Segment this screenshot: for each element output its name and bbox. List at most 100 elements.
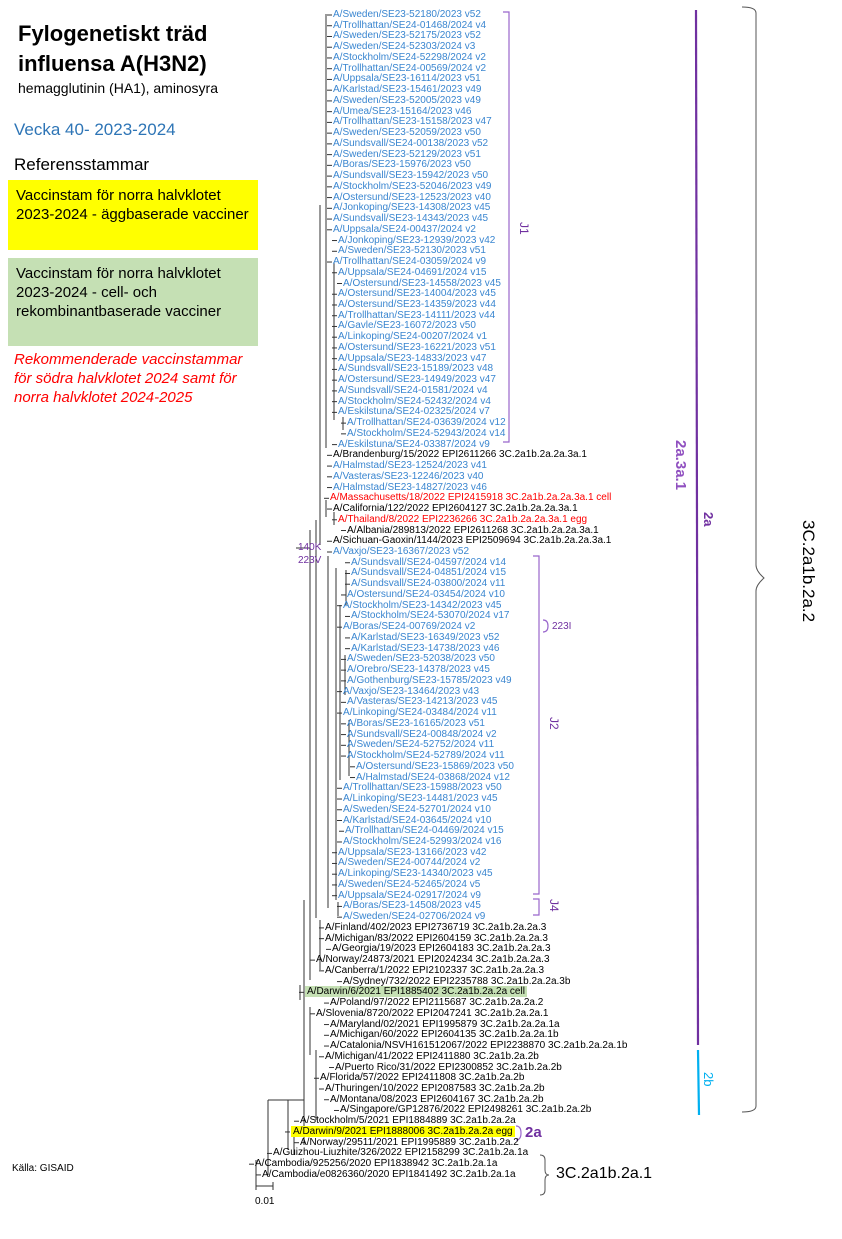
tree-leaf-label: A/Vasteras/SE23-14213/2023 v45 <box>347 696 498 708</box>
reference-heading: Referensstammar <box>14 155 150 174</box>
tree-leaf-label: A/Stockholm/5/2021 EPI1884889 3C.2a1b.2a… <box>300 1115 516 1127</box>
tree-leaf-label: A/Uppsala/SE24-02917/2024 v9 <box>338 889 481 901</box>
tree-leaf-label: A/Canberra/1/2022 EPI2102337 3C.2a1b.2a.… <box>325 964 545 976</box>
tree-leaf-label: A/Karlstad/SE23-14738/2023 v46 <box>351 642 500 654</box>
tree-leaf-label: A/Ostersund/SE23-12523/2023 v40 <box>333 191 491 203</box>
tree-leaf-label: A/Cambodia/e0826360/2020 EPI1841492 3C.2… <box>262 1168 516 1180</box>
tree-leaf-label: A/Stockholm/SE24-52993/2024 v16 <box>343 835 502 847</box>
tree-leaf-label: A/Jonkoping/SE23-14308/2023 v45 <box>333 202 491 214</box>
tree-leaf-label: A/Linkoping/SE24-00207/2024 v1 <box>338 331 488 343</box>
tree-leaf-label: A/Michigan/60/2022 EPI2604135 3C.2a1b.2a… <box>330 1029 559 1041</box>
subtitle: hemagglutinin (HA1), aminosyra <box>18 80 218 96</box>
tree-leaf-label: A/Halmstad/SE24-03868/2024 v12 <box>356 771 510 783</box>
tree-leaf-label: A/California/122/2022 EPI2604127 3C.2a1b… <box>333 503 578 515</box>
scale-bar <box>255 1182 274 1190</box>
label-clade-2a-ref: 2a <box>525 1124 542 1141</box>
tree-leaf-label: A/Sweden/SE23-52129/2023 v51 <box>333 148 481 160</box>
tree-leaf-label: A/Sundsvall/SE24-04851/2024 v15 <box>351 567 507 579</box>
label-clade-main: 3C.2a1b.2a.2 <box>799 520 818 623</box>
label-140k: 140K <box>298 542 322 553</box>
label-j2: J2 <box>547 717 561 730</box>
title-line-2: influensa A(H3N2) <box>18 51 207 76</box>
tree-leaf-label: A/Maryland/02/2021 EPI1995879 3C.2a1b.2a… <box>330 1018 560 1030</box>
tree-leaf-label: A/Jonkoping/SE23-12939/2023 v42 <box>338 234 496 246</box>
tree-leaf-label: A/Ostersund/SE23-14558/2023 v45 <box>343 277 501 289</box>
tree-leaf-label: A/Georgia/19/2023 EPI2604183 3C.2a1b.2a.… <box>332 943 551 955</box>
tree-leaf-label: A/Linkoping/SE24-03484/2024 v11 <box>343 707 497 719</box>
source-label: Källa: GISAID <box>12 1163 74 1174</box>
title-line-1: Fylogenetiskt träd <box>18 21 208 46</box>
tree-leaf-label: A/Karlstad/SE24-03645/2024 v10 <box>343 814 492 826</box>
tree-leaf-label: A/Stockholm/SE24-52943/2024 v14 <box>347 427 506 439</box>
tree-leaf-label: A/Karlstad/SE23-15461/2023 v49 <box>333 84 482 96</box>
tree-leaf-label: A/Sundsvall/SE23-15942/2023 v50 <box>333 170 489 182</box>
tree-leaf-label: A/Sundsvall/SE23-15189/2023 v48 <box>338 363 494 375</box>
tree-leaf-label: A/Puerto Rico/31/2022 EPI2300852 3C.2a1b… <box>335 1061 562 1073</box>
tree-leaf-label: A/Gavle/SE23-16072/2023 v50 <box>338 320 476 332</box>
tree-leaf-label: A/Slovenia/8720/2022 EPI2047241 3C.2a1b.… <box>316 1007 549 1019</box>
tree-leaf-label: A/Ostersund/SE23-14359/2023 v44 <box>338 298 496 310</box>
tree-leaf-label: A/Massachusetts/18/2022 EPI2415918 3C.2a… <box>330 492 612 504</box>
scale-bar-label: 0.01 <box>255 1196 275 1207</box>
tree-leaf-label: A/Stockholm/SE24-52432/2024 v4 <box>338 395 491 407</box>
tree-leaf-label: A/Catalonia/NSVH161512067/2022 EPI223887… <box>330 1040 628 1052</box>
tree-leaf-label: A/Sundsvall/SE23-14343/2023 v45 <box>333 213 489 225</box>
tree-leaf-label: A/Sweden/SE24-00744/2024 v2 <box>338 857 481 869</box>
tree-leaf-label: A/Darwin/9/2021 EPI1888006 3C.2a1b.2a.2a… <box>291 1125 515 1137</box>
tree-leaf-label: A/Halmstad/SE23-14827/2023 v46 <box>333 481 487 493</box>
tree-leaf-label: A/Poland/97/2022 EPI2115687 3C.2a1b.2a.2… <box>330 997 544 1009</box>
tree-leaf-label: A/Trollhattan/SE24-03639/2024 v12 <box>347 417 506 429</box>
tree-leaf-label: A/Karlstad/SE23-16349/2023 v52 <box>351 631 500 643</box>
tree-leaf-label: A/Sweden/SE24-52465/2024 v5 <box>338 878 481 890</box>
tree-leaf-label: A/Sweden/SE24-52303/2024 v3 <box>333 41 476 53</box>
tree-leaf-label: A/Albania/289813/2022 EPI2611268 3C.2a1b… <box>347 524 599 536</box>
tree-leaf-label: A/Thailand/8/2022 EPI2236266 3C.2a1b.2a.… <box>338 513 588 525</box>
tree-leaf-label: A/Norway/24873/2021 EPI2024234 3C.2a1b.2… <box>316 954 550 966</box>
tree-leaf-label: A/Linkoping/SE23-14481/2023 v45 <box>343 793 498 805</box>
tree-leaf-label: A/Trollhattan/SE24-03059/2024 v9 <box>333 256 487 268</box>
tree-leaf-label: A/Sundsvall/SE24-00138/2023 v52 <box>333 137 489 149</box>
tree-leaf-label: A/Uppsala/SE23-14833/2023 v47 <box>338 352 487 364</box>
tree-leaf-label: A/Eskilstuna/SE24-03387/2024 v9 <box>338 438 490 450</box>
tree-leaf-label: A/Sweden/SE23-52005/2023 v49 <box>333 94 481 106</box>
tree-leaf-label: A/Sweden/SE23-52038/2023 v50 <box>347 653 495 665</box>
clade-2a1-brace <box>539 1154 550 1196</box>
tree-leaf-label: A/Orebro/SE23-14378/2023 v45 <box>347 664 490 676</box>
tree-leaf-label: A/Boras/SE23-15976/2023 v50 <box>333 159 471 171</box>
tree-leaf-label: A/Stockholm/SE24-53070/2024 v17 <box>351 610 510 622</box>
tree-leaf-label: A/Sweden/SE23-52175/2023 v52 <box>333 30 481 42</box>
tree-leaf-label: A/Trollhattan/SE24-00569/2024 v2 <box>333 62 487 74</box>
label-clade-2a1: 3C.2a1b.2a.1 <box>556 1165 653 1182</box>
tree-leaf-label: A/Trollhattan/SE23-15988/2023 v50 <box>343 782 502 794</box>
tree-leaf-label: A/Norway/29511/2021 EPI1995889 3C.2a1b.2… <box>300 1136 519 1148</box>
tree-leaf-label: A/Stockholm/SE24-52298/2024 v2 <box>333 51 486 63</box>
tree-leaf-label: A/Vaxjo/SE23-13464/2023 v43 <box>343 685 480 697</box>
tree-leaf-label: A/Ostersund/SE23-14004/2023 v45 <box>338 288 496 300</box>
label-223i: 223I <box>552 621 572 632</box>
tree-leaf-label: A/Michigan/83/2022 EPI2604159 3C.2a1b.2a… <box>325 932 548 944</box>
tree-leaf-label: A/Halmstad/SE23-12524/2023 v41 <box>333 460 487 472</box>
tree-leaf-label: A/Sundsvall/SE24-01581/2024 v4 <box>338 384 488 396</box>
tree-leaf-label: A/Boras/SE23-14508/2023 v45 <box>343 900 481 912</box>
tree-leaf-label: A/Uppsala/SE24-04691/2024 v15 <box>338 266 487 278</box>
tree-leaf-label: A/Montana/08/2023 EPI2604167 3C.2a1b.2a.… <box>330 1093 544 1105</box>
label-223v: 223V <box>298 555 322 566</box>
tree-leaf-label: A/Sundsvall/SE24-00848/2024 v2 <box>347 728 497 740</box>
tree-leaf-label: A/Ostersund/SE23-16221/2023 v51 <box>338 341 496 353</box>
tree-leaf-label: A/Ostersund/SE24-03454/2024 v10 <box>347 588 505 600</box>
clade-2a-line <box>694 9 700 1046</box>
tree-leaf-label: A/Florida/57/2022 EPI2411808 3C.2a1b.2a.… <box>320 1072 525 1084</box>
tree-leaf-label: A/Gothenburg/SE23-15785/2023 v49 <box>347 674 512 686</box>
tree-leaf-label: A/Darwin/6/2021 EPI1885402 3C.2a1b.2a.2a… <box>305 986 527 998</box>
tree-leaf-label: A/Eskilstuna/SE24-02325/2024 v7 <box>338 406 490 418</box>
tree-leaf-label: A/Sweden/SE23-52130/2023 v51 <box>338 245 486 257</box>
tree-leaf-label: A/Sweden/SE23-52180/2023 v52 <box>333 9 481 20</box>
label-j1: J1 <box>517 222 531 235</box>
tree-leaf-label: A/Sydney/732/2022 EPI2235788 3C.2a1b.2a.… <box>343 975 571 987</box>
tree-leaf-label: A/Uppsala/SE23-13166/2023 v42 <box>338 846 487 858</box>
tree-leaf-label: A/Stockholm/SE23-52046/2023 v49 <box>333 180 492 192</box>
clade-main-brace <box>741 6 765 1113</box>
tree-leaf-label: A/Sweden/SE24-52701/2024 v10 <box>343 803 491 815</box>
label-clade-2b: 2b <box>701 1072 716 1087</box>
